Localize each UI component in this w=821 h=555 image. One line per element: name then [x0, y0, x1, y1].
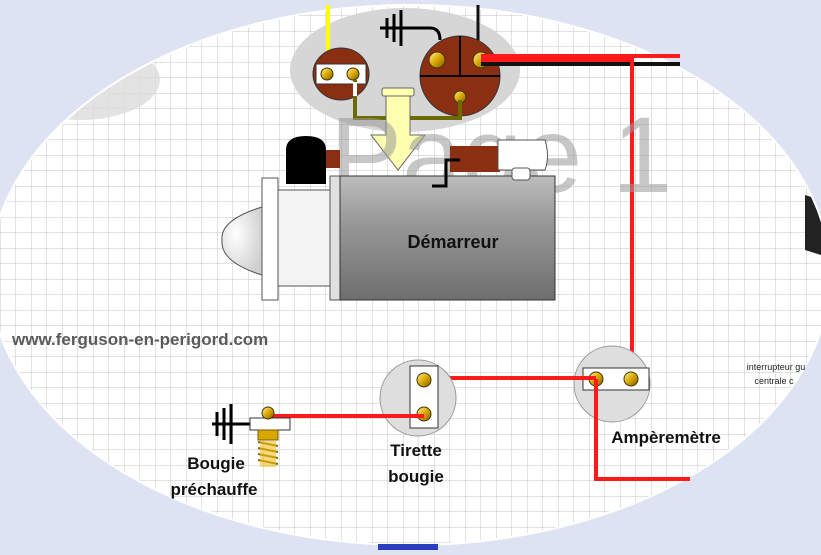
ground-symbol-icon [380, 10, 442, 46]
demarreur-label: Démarreur [407, 232, 498, 252]
switch-label-1: interrupteur gu [747, 362, 806, 372]
red-wire-ammeter-feed [481, 58, 634, 375]
large-terminal-block [419, 35, 501, 117]
small-terminal-block [312, 47, 370, 101]
tirette-bougie-switch [379, 359, 457, 437]
bougie-label-2: préchauffe [171, 480, 258, 499]
ammeter [573, 345, 651, 423]
tirette-label-1: Tirette [390, 441, 442, 460]
website-label: www.ferguson-en-perigord.com [11, 330, 268, 349]
glow-plug [212, 404, 291, 467]
ammeter-label: Ampèremètre [611, 428, 721, 447]
switch-label-2: centrale c [754, 376, 794, 386]
tirette-label-2: bougie [388, 467, 444, 486]
down-arrow-icon [369, 87, 427, 171]
starter-motor [221, 136, 556, 301]
red-wire-ammeter-out [594, 379, 690, 481]
bougie-label-1: Bougie [187, 454, 245, 473]
